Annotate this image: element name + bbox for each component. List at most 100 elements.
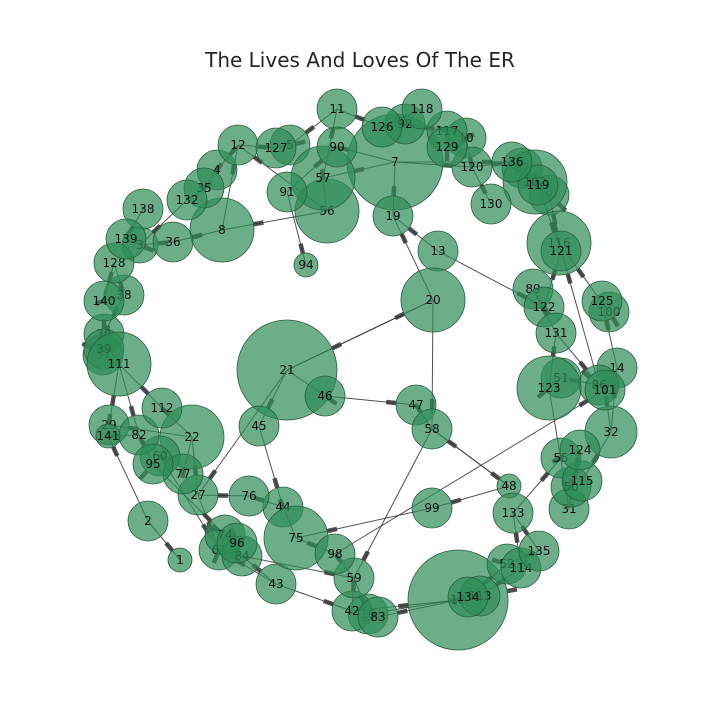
- node-label: 59: [346, 571, 361, 585]
- node-134: 134: [447, 576, 489, 618]
- node-129: 129: [426, 126, 468, 168]
- node-circle: [492, 492, 534, 534]
- node-91: 91: [266, 171, 308, 213]
- node-label: 94: [298, 258, 313, 272]
- node-label: 12: [230, 138, 245, 152]
- graph-title: The Lives And Loves Of The ER: [204, 48, 515, 72]
- node-circle: [411, 487, 453, 529]
- node-circle: [426, 126, 468, 168]
- edge-arrowhead: [322, 598, 334, 607]
- node-96: 96: [216, 522, 258, 564]
- node-label: 98: [327, 547, 342, 561]
- node-label: 91: [279, 185, 294, 199]
- node-label: 13: [430, 244, 445, 258]
- edge-arrowhead: [202, 512, 213, 523]
- node-circle: [228, 475, 270, 517]
- node-circle: [584, 369, 626, 411]
- edge-arrowhead: [111, 445, 120, 457]
- node-label: 43: [268, 577, 283, 591]
- node-138: 138: [122, 188, 164, 230]
- node-76: 76: [228, 475, 270, 517]
- node-95: 95: [132, 443, 174, 485]
- node-124: 124: [559, 429, 601, 471]
- node-132: 132: [166, 179, 208, 221]
- node-label: 130: [480, 197, 503, 211]
- node-19: 19: [372, 195, 414, 237]
- node-circle: [105, 218, 147, 260]
- node-139: 139: [105, 218, 147, 260]
- edge-arrowhead: [399, 233, 408, 245]
- edge-arrowhead: [397, 608, 408, 616]
- node-label: 46: [317, 389, 332, 403]
- node-label: 132: [176, 193, 199, 207]
- edge-arrowhead: [446, 439, 458, 449]
- node-label: 99: [424, 501, 439, 515]
- node-circle: [238, 405, 280, 447]
- node-circle: [535, 312, 577, 354]
- edge-arrowhead: [385, 399, 397, 406]
- node-circle: [518, 530, 560, 572]
- node-label: 76: [241, 489, 256, 503]
- node-111: 111: [86, 331, 152, 397]
- edge-arrowhead: [539, 471, 550, 483]
- node-label: 123: [538, 381, 561, 395]
- node-8: 8: [189, 197, 255, 263]
- node-119: 119: [517, 164, 559, 206]
- node-circle: [216, 522, 258, 564]
- node-label: 141: [97, 429, 120, 443]
- node-label: 120: [461, 160, 484, 174]
- node-98: 98: [314, 533, 356, 575]
- node-36: 36: [152, 221, 194, 263]
- node-label: 22: [184, 430, 199, 444]
- node-12: 12: [217, 124, 259, 166]
- node-133: 133: [492, 492, 534, 534]
- node-label: 21: [279, 363, 294, 377]
- node-label: 47: [408, 398, 423, 412]
- edge-arrowhead: [361, 550, 370, 562]
- node-48: 48: [496, 473, 522, 499]
- node-20: 20: [400, 267, 466, 333]
- node-circle: [83, 280, 125, 322]
- edge-arrowhead: [298, 243, 306, 254]
- node-circle: [127, 500, 169, 542]
- node-43: 43: [255, 563, 297, 605]
- edge-arrowhead: [207, 469, 218, 481]
- node-circle: [132, 443, 174, 485]
- node-label: 4: [213, 163, 221, 177]
- node-label: 131: [545, 326, 568, 340]
- node-112: 112: [141, 387, 183, 429]
- edge-arrowhead: [139, 384, 150, 396]
- node-94: 94: [293, 252, 319, 278]
- node-125: 125: [581, 280, 623, 322]
- node-130: 130: [470, 183, 512, 225]
- node-label: 19: [385, 209, 400, 223]
- node-circle: [166, 179, 208, 221]
- edge-arrowhead: [565, 273, 573, 285]
- node-label: 95: [145, 457, 160, 471]
- node-label: 134: [457, 590, 480, 604]
- node-label: 20: [425, 293, 440, 307]
- node-circle: [255, 127, 297, 169]
- edge-arrowhead: [252, 155, 264, 165]
- edge-arrowhead: [578, 398, 590, 408]
- node-circle: [372, 195, 414, 237]
- node-label: 125: [591, 294, 614, 308]
- node-circle: [581, 280, 623, 322]
- node-label: 139: [115, 232, 138, 246]
- node-45: 45: [238, 405, 280, 447]
- node-circle: [400, 267, 466, 333]
- node-label: 58: [424, 422, 439, 436]
- edge-arrowhead: [164, 541, 175, 553]
- node-circle: [167, 547, 193, 573]
- node-circle: [95, 423, 121, 449]
- node-58: 58: [411, 408, 453, 450]
- node-circle: [517, 164, 559, 206]
- edge-arrowhead: [151, 224, 162, 235]
- node-2: 2: [127, 500, 169, 542]
- node-circle: [401, 88, 443, 130]
- node-circle: [559, 429, 601, 471]
- node-11: 11: [316, 88, 358, 130]
- node-label: 57: [315, 171, 330, 185]
- edge-arrowhead: [513, 532, 520, 544]
